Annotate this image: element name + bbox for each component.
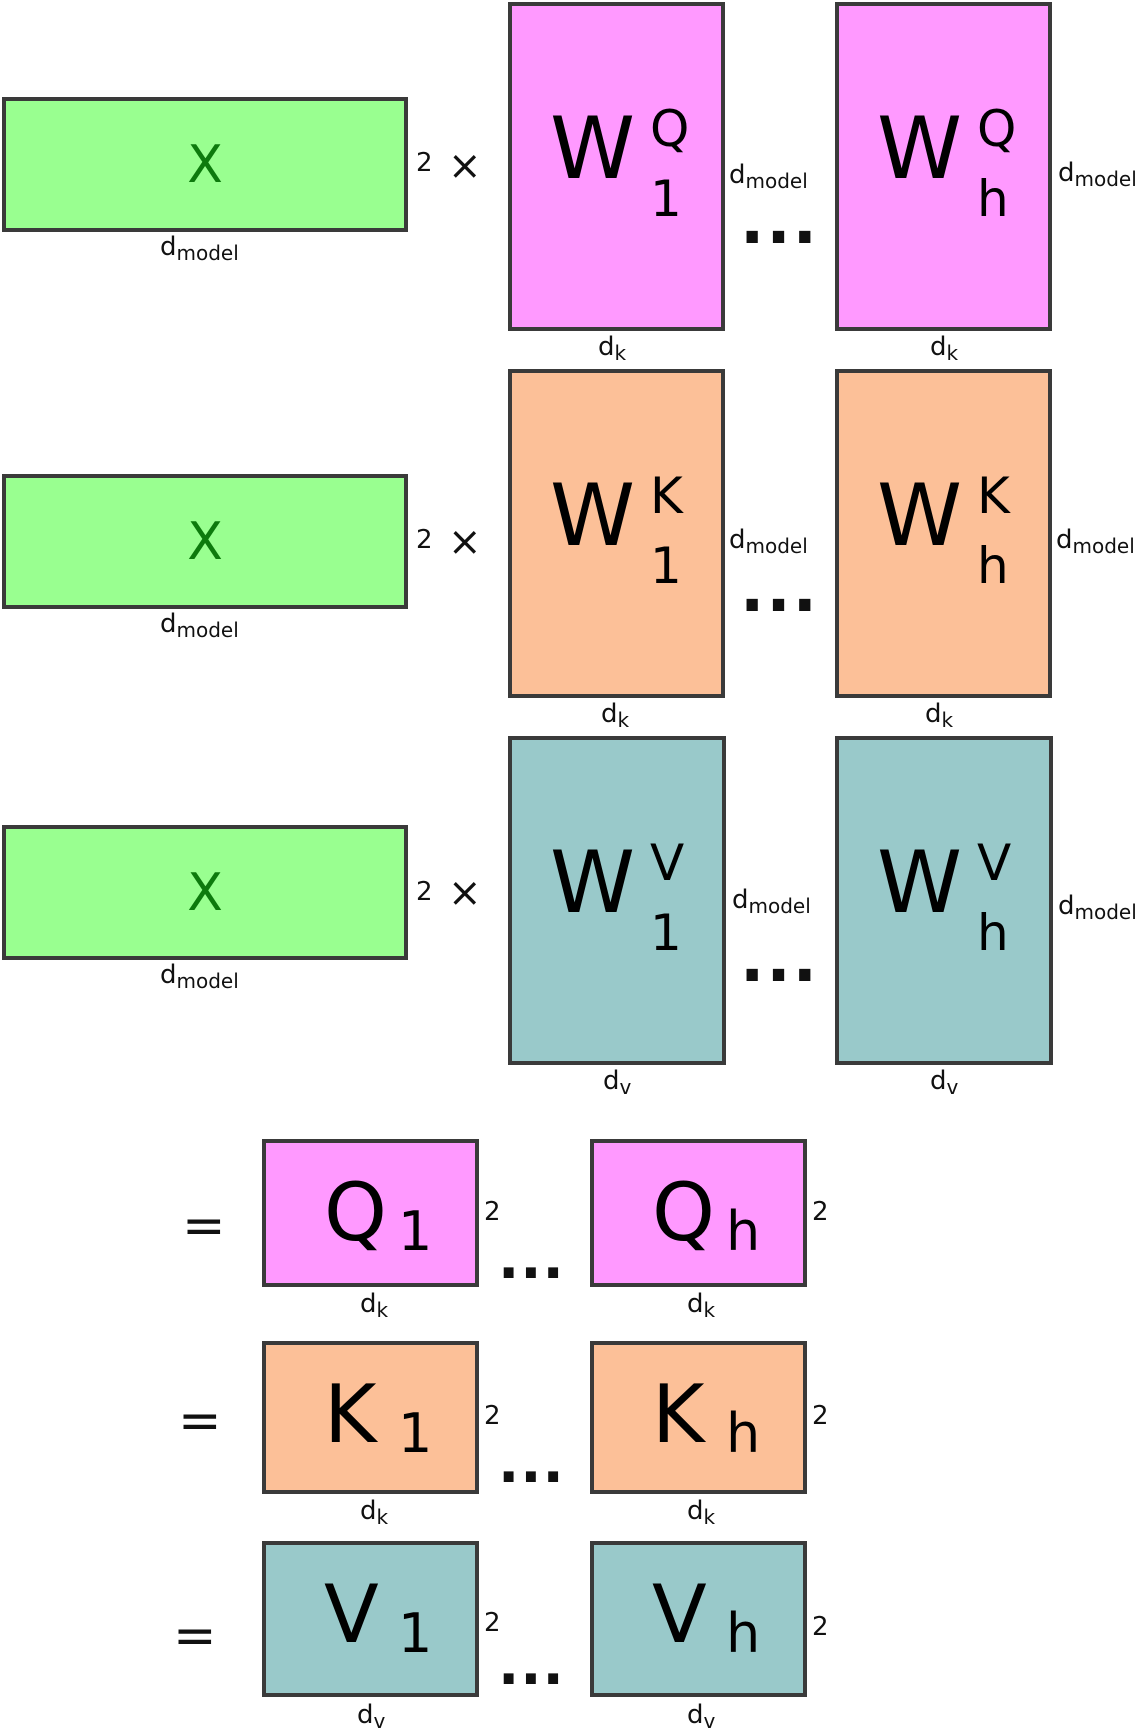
times-symbol: × [448,870,482,916]
weight-matrix-wv-h: W V h [835,736,1053,1065]
wk1-width-label: dk [601,699,630,732]
heads-ellipsis: ... [498,1227,565,1292]
times-symbol: × [448,143,482,189]
head-index-label: h [726,1602,761,1665]
input-matrix-x-key-row: X [2,474,408,609]
equals-symbol: = [182,1196,226,1256]
wkh-width-label: dk [925,699,954,732]
wkh-height-label: dmodel [1056,525,1135,558]
k1-width-label: dk [360,1496,389,1529]
x-width-label: dmodel [160,609,239,642]
result-matrix-k-h: K h [590,1341,807,1494]
q1-width-label: dk [360,1289,389,1322]
head-index-label: 1 [650,537,682,595]
head-index-label: h [977,537,1009,595]
weight-type-label: V [977,834,1012,892]
vh-width-label: dv [687,1700,716,1733]
result-matrix-q-1: Q 1 [262,1139,479,1287]
wk1-height-label: dmodel [729,525,808,558]
weight-type-label: Q [977,100,1017,158]
equals-symbol: = [178,1391,222,1451]
kh-width-label: dk [687,1496,716,1529]
weight-matrix-wv-1: W V 1 [508,736,726,1065]
head-index-label: h [726,1200,761,1263]
weight-letter: W [550,833,636,933]
head-index-label: 1 [398,1200,433,1263]
result-letter: V [652,1568,707,1661]
qh-width-label: dk [687,1289,716,1322]
weight-matrix-wk-1: W K 1 [508,369,725,698]
wq1-height-label: dmodel [729,160,808,193]
weight-letter: W [877,833,963,933]
wq1-width-label: dk [598,332,627,365]
input-matrix-x-query-row: X [2,97,408,232]
equals-symbol: = [173,1606,217,1666]
result-letter: V [324,1568,379,1661]
heads-ellipsis: ... [498,1431,565,1496]
wvh-height-label: dmodel [1058,891,1136,924]
weight-matrix-wk-h: W K h [835,369,1052,698]
weight-matrix-wq-h: W Q h [835,2,1052,331]
heads-ellipsis: ... [740,185,819,259]
head-index-label: 1 [650,904,682,962]
x-height-label: 2 [416,525,433,555]
weight-matrix-wq-1: W Q 1 [508,2,725,331]
input-matrix-label: X [187,862,223,923]
weight-letter: W [550,99,636,199]
kh-height-label: 2 [812,1401,829,1431]
weight-type-label: Q [650,100,690,158]
input-matrix-x-value-row: X [2,825,408,960]
v1-height-label: 2 [484,1608,501,1638]
q1-height-label: 2 [484,1197,501,1227]
head-index-label: h [977,904,1009,962]
result-matrix-v-1: V 1 [262,1541,479,1697]
weight-type-label: K [650,467,683,525]
wqh-height-label: dmodel [1058,158,1136,191]
head-index-label: 1 [398,1402,433,1465]
wvh-width-label: dv [930,1066,959,1099]
x-width-label: dmodel [160,232,239,265]
vh-height-label: 2 [812,1612,829,1642]
result-matrix-v-h: V h [590,1541,807,1697]
x-height-label: 2 [416,877,433,907]
wv1-height-label: dmodel [732,885,811,918]
weight-letter: W [877,99,963,199]
k1-height-label: 2 [484,1401,501,1431]
head-index-label: h [726,1402,761,1465]
heads-ellipsis: ... [740,923,819,997]
weight-type-label: V [650,834,685,892]
qh-height-label: 2 [812,1197,829,1227]
heads-ellipsis: ... [740,553,819,627]
input-matrix-label: X [187,134,223,195]
weight-letter: W [550,466,636,566]
times-symbol: × [448,519,482,565]
result-letter: K [652,1368,705,1461]
result-matrix-q-h: Q h [590,1139,807,1287]
result-letter: Q [324,1166,387,1259]
result-letter: Q [652,1166,715,1259]
result-letter: K [324,1368,377,1461]
head-index-label: 1 [398,1602,433,1665]
head-index-label: h [977,170,1009,228]
v1-width-label: dv [357,1700,386,1733]
weight-letter: W [877,466,963,566]
heads-ellipsis: ... [498,1633,565,1698]
wv1-width-label: dv [603,1066,632,1099]
input-matrix-label: X [187,511,223,572]
wqh-width-label: dk [930,332,959,365]
result-matrix-k-1: K 1 [262,1341,479,1494]
x-width-label: dmodel [160,960,239,993]
weight-type-label: K [977,467,1010,525]
x-height-label: 2 [416,148,433,178]
head-index-label: 1 [650,170,682,228]
